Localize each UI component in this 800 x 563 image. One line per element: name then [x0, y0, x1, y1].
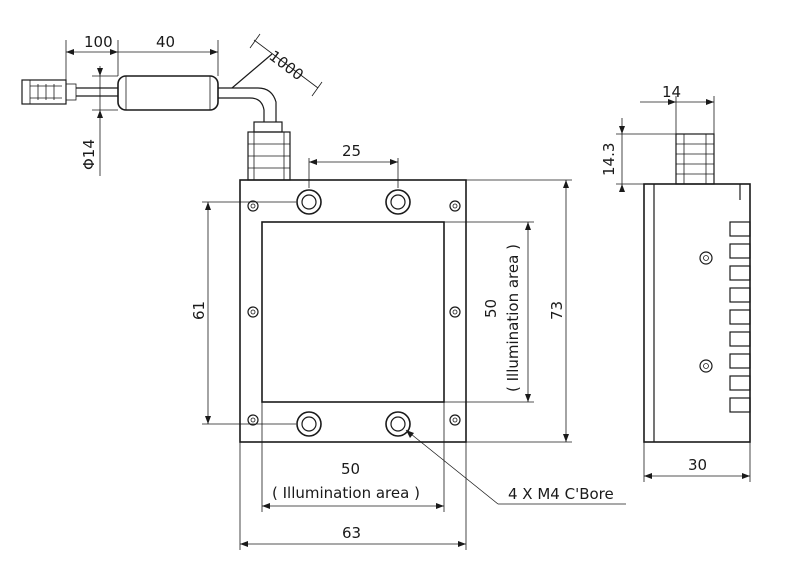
side-connector — [675, 133, 715, 185]
dim-cable-diameter: Φ14 — [80, 66, 118, 176]
dim-label-63: 63 — [342, 524, 361, 542]
front-view — [239, 179, 467, 443]
strain-relief — [253, 121, 283, 133]
mounting-holes — [247, 200, 461, 426]
connector-plug — [21, 79, 67, 105]
dim-label-40: 40 — [156, 33, 175, 51]
callout-counterbore: 4 X M4 C'Bore — [405, 429, 626, 505]
side-body-outline — [643, 183, 751, 443]
dim-label-50-horizontal: 50 — [341, 460, 360, 478]
front-body-outline — [239, 179, 467, 443]
dim-label-30: 30 — [688, 456, 707, 474]
counterbore-holes — [296, 189, 411, 437]
dim-label-diameter: Φ14 — [80, 139, 98, 170]
dim-label-100: 100 — [84, 33, 113, 51]
dim-label-14: 14 — [662, 83, 681, 101]
dim-side-connector-width: 14 — [640, 83, 715, 134]
dim-hole-row-spacing: 61 — [190, 201, 296, 425]
dim-side-depth: 30 — [643, 442, 751, 482]
cable-body — [117, 75, 219, 111]
dim-label-1000: 1000 — [266, 47, 307, 84]
dim-illumination-width: 50 ( Illumination area ) — [261, 402, 445, 512]
heat-sink-fins — [729, 221, 751, 413]
dim-cable-gap: 100 — [65, 33, 119, 80]
dim-label-illumination-vertical: ( Illumination area ) — [504, 244, 522, 392]
dim-label-73: 73 — [548, 301, 566, 320]
dim-overall-height: 73 — [466, 179, 572, 443]
dim-side-connector-height: 14.3 — [600, 118, 676, 192]
dim-cable-length: 1000 — [249, 33, 323, 97]
dim-overall-width: 63 — [239, 442, 467, 550]
side-view — [643, 133, 751, 443]
dim-cable-body-length: 40 — [118, 33, 219, 76]
dim-label-25: 25 — [342, 142, 361, 160]
dim-label-illumination-horizontal: ( Illumination area ) — [272, 484, 420, 502]
dim-label-14-3: 14.3 — [600, 143, 618, 176]
callout-counterbore-label: 4 X M4 C'Bore — [508, 485, 614, 503]
dim-hole-spacing: 25 — [308, 142, 399, 188]
cable-assembly — [21, 53, 291, 181]
illumination-window — [261, 221, 445, 403]
dim-label-50-vertical: 50 — [482, 299, 500, 318]
dim-label-61: 61 — [190, 301, 208, 320]
dim-illumination-height: 50 ( Illumination area ) — [444, 221, 534, 403]
cable-bend — [218, 87, 277, 122]
